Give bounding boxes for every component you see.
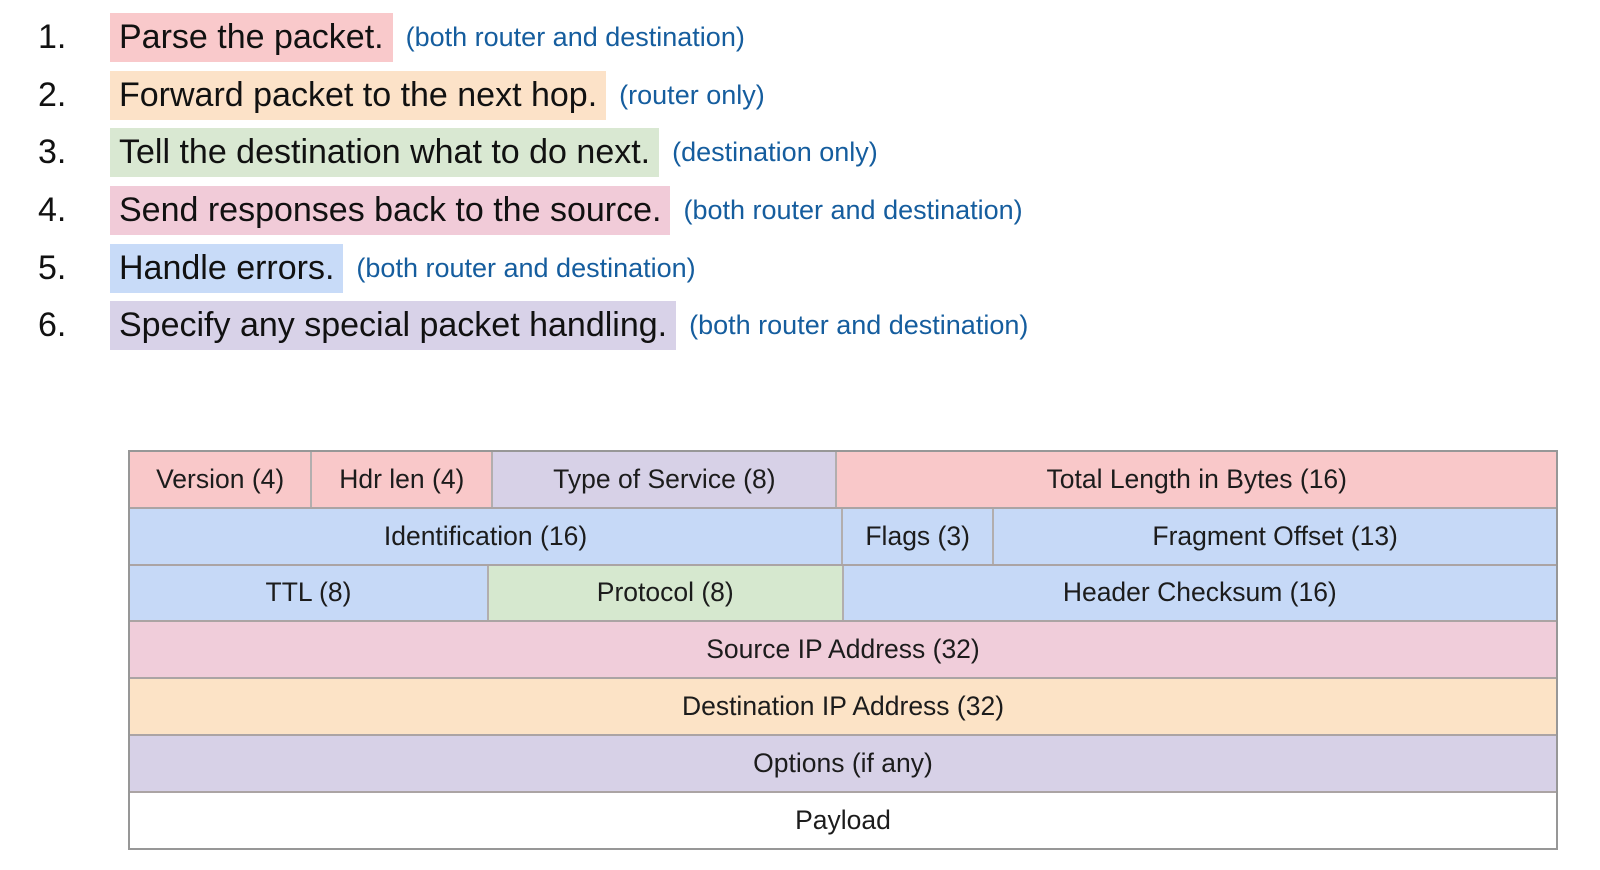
ipv4-field-cell: Payload: [130, 792, 1556, 848]
ipv4-field-cell: Version (4): [130, 452, 311, 507]
list-item: 4. Send responses back to the source. (bot…: [38, 186, 1028, 236]
ipv4-field-cell: Identification (16): [130, 508, 841, 564]
list-item-highlighted-text: Send responses back to the source.: [110, 186, 671, 236]
ipv4-header-row: Options (if any): [130, 733, 1556, 791]
list-item-highlighted-text: Parse the packet.: [110, 13, 393, 62]
list-item: 1. Parse the packet. (both router and dest…: [38, 13, 1028, 62]
ipv4-field-cell: Options (if any): [130, 735, 1556, 791]
list-item-number: 1.: [38, 18, 67, 56]
ipv4-header-row: Version (4)Hdr len (4)Type of Service (8…: [130, 452, 1556, 507]
list-item-scope-note: (both router and destination): [689, 310, 1029, 341]
list-item-number: 6.: [38, 306, 67, 345]
list-item: 6. Specify any special packet handling. (b…: [38, 301, 1029, 351]
ipv4-field-cell: Destination IP Address (32): [130, 679, 1556, 734]
list-item-scope-note: (both router and destination): [356, 252, 696, 283]
list-item-highlighted-text: Specify any special packet handling.: [110, 301, 677, 351]
ipv4-field-cell: Hdr len (4): [310, 452, 492, 507]
list-item: 2. Forward packet to the next hop. (router…: [38, 70, 1028, 120]
list-item-scope-note: (both router and destination): [683, 195, 1023, 226]
list-item-scope-note: (destination only): [672, 137, 878, 168]
list-item-number: 4.: [38, 191, 67, 230]
list-item: 5. Handle errors. (both router and destina…: [38, 243, 1028, 293]
ipv4-field-cell: Total Length in Bytes (16): [835, 452, 1556, 507]
ipv4-header-row: Source IP Address (32): [130, 620, 1556, 678]
list-item-number: 2.: [38, 75, 67, 114]
ipv4-header-row: Payload: [130, 790, 1556, 848]
ipv4-header-diagram: Version (4)Hdr len (4)Type of Service (8…: [128, 450, 1558, 850]
ipv4-header-row: Identification (16)Flags (3)Fragment Off…: [130, 506, 1556, 564]
ipv4-header-row: Destination IP Address (32): [130, 677, 1556, 734]
ipv4-field-cell: Protocol (8): [486, 565, 842, 621]
list-item-highlighted-text: Handle errors.: [110, 243, 344, 293]
ipv4-field-cell: Type of Service (8): [491, 452, 836, 507]
ipv4-field-cell: Header Checksum (16): [841, 565, 1556, 621]
ipv4-field-cell: Source IP Address (32): [130, 622, 1556, 678]
ipv4-field-cell: Fragment Offset (13): [992, 508, 1556, 564]
ipv4-header-row: TTL (8)Protocol (8)Header Checksum (16): [130, 563, 1556, 621]
task-list: 1. Parse the packet. (both router and dest…: [38, 13, 1028, 359]
list-item: 3. Tell the destination what to do next. (…: [38, 128, 1028, 178]
list-item-number: 5.: [38, 248, 67, 287]
list-item-scope-note: (router only): [619, 79, 765, 110]
ipv4-field-cell: Flags (3): [841, 508, 993, 564]
list-item-highlighted-text: Forward packet to the next hop.: [110, 70, 607, 120]
ipv4-field-cell: TTL (8): [130, 565, 487, 621]
list-item-scope-note: (both router and destination): [405, 22, 745, 52]
list-item-highlighted-text: Tell the destination what to do next.: [110, 128, 660, 178]
list-item-number: 3.: [38, 133, 67, 172]
